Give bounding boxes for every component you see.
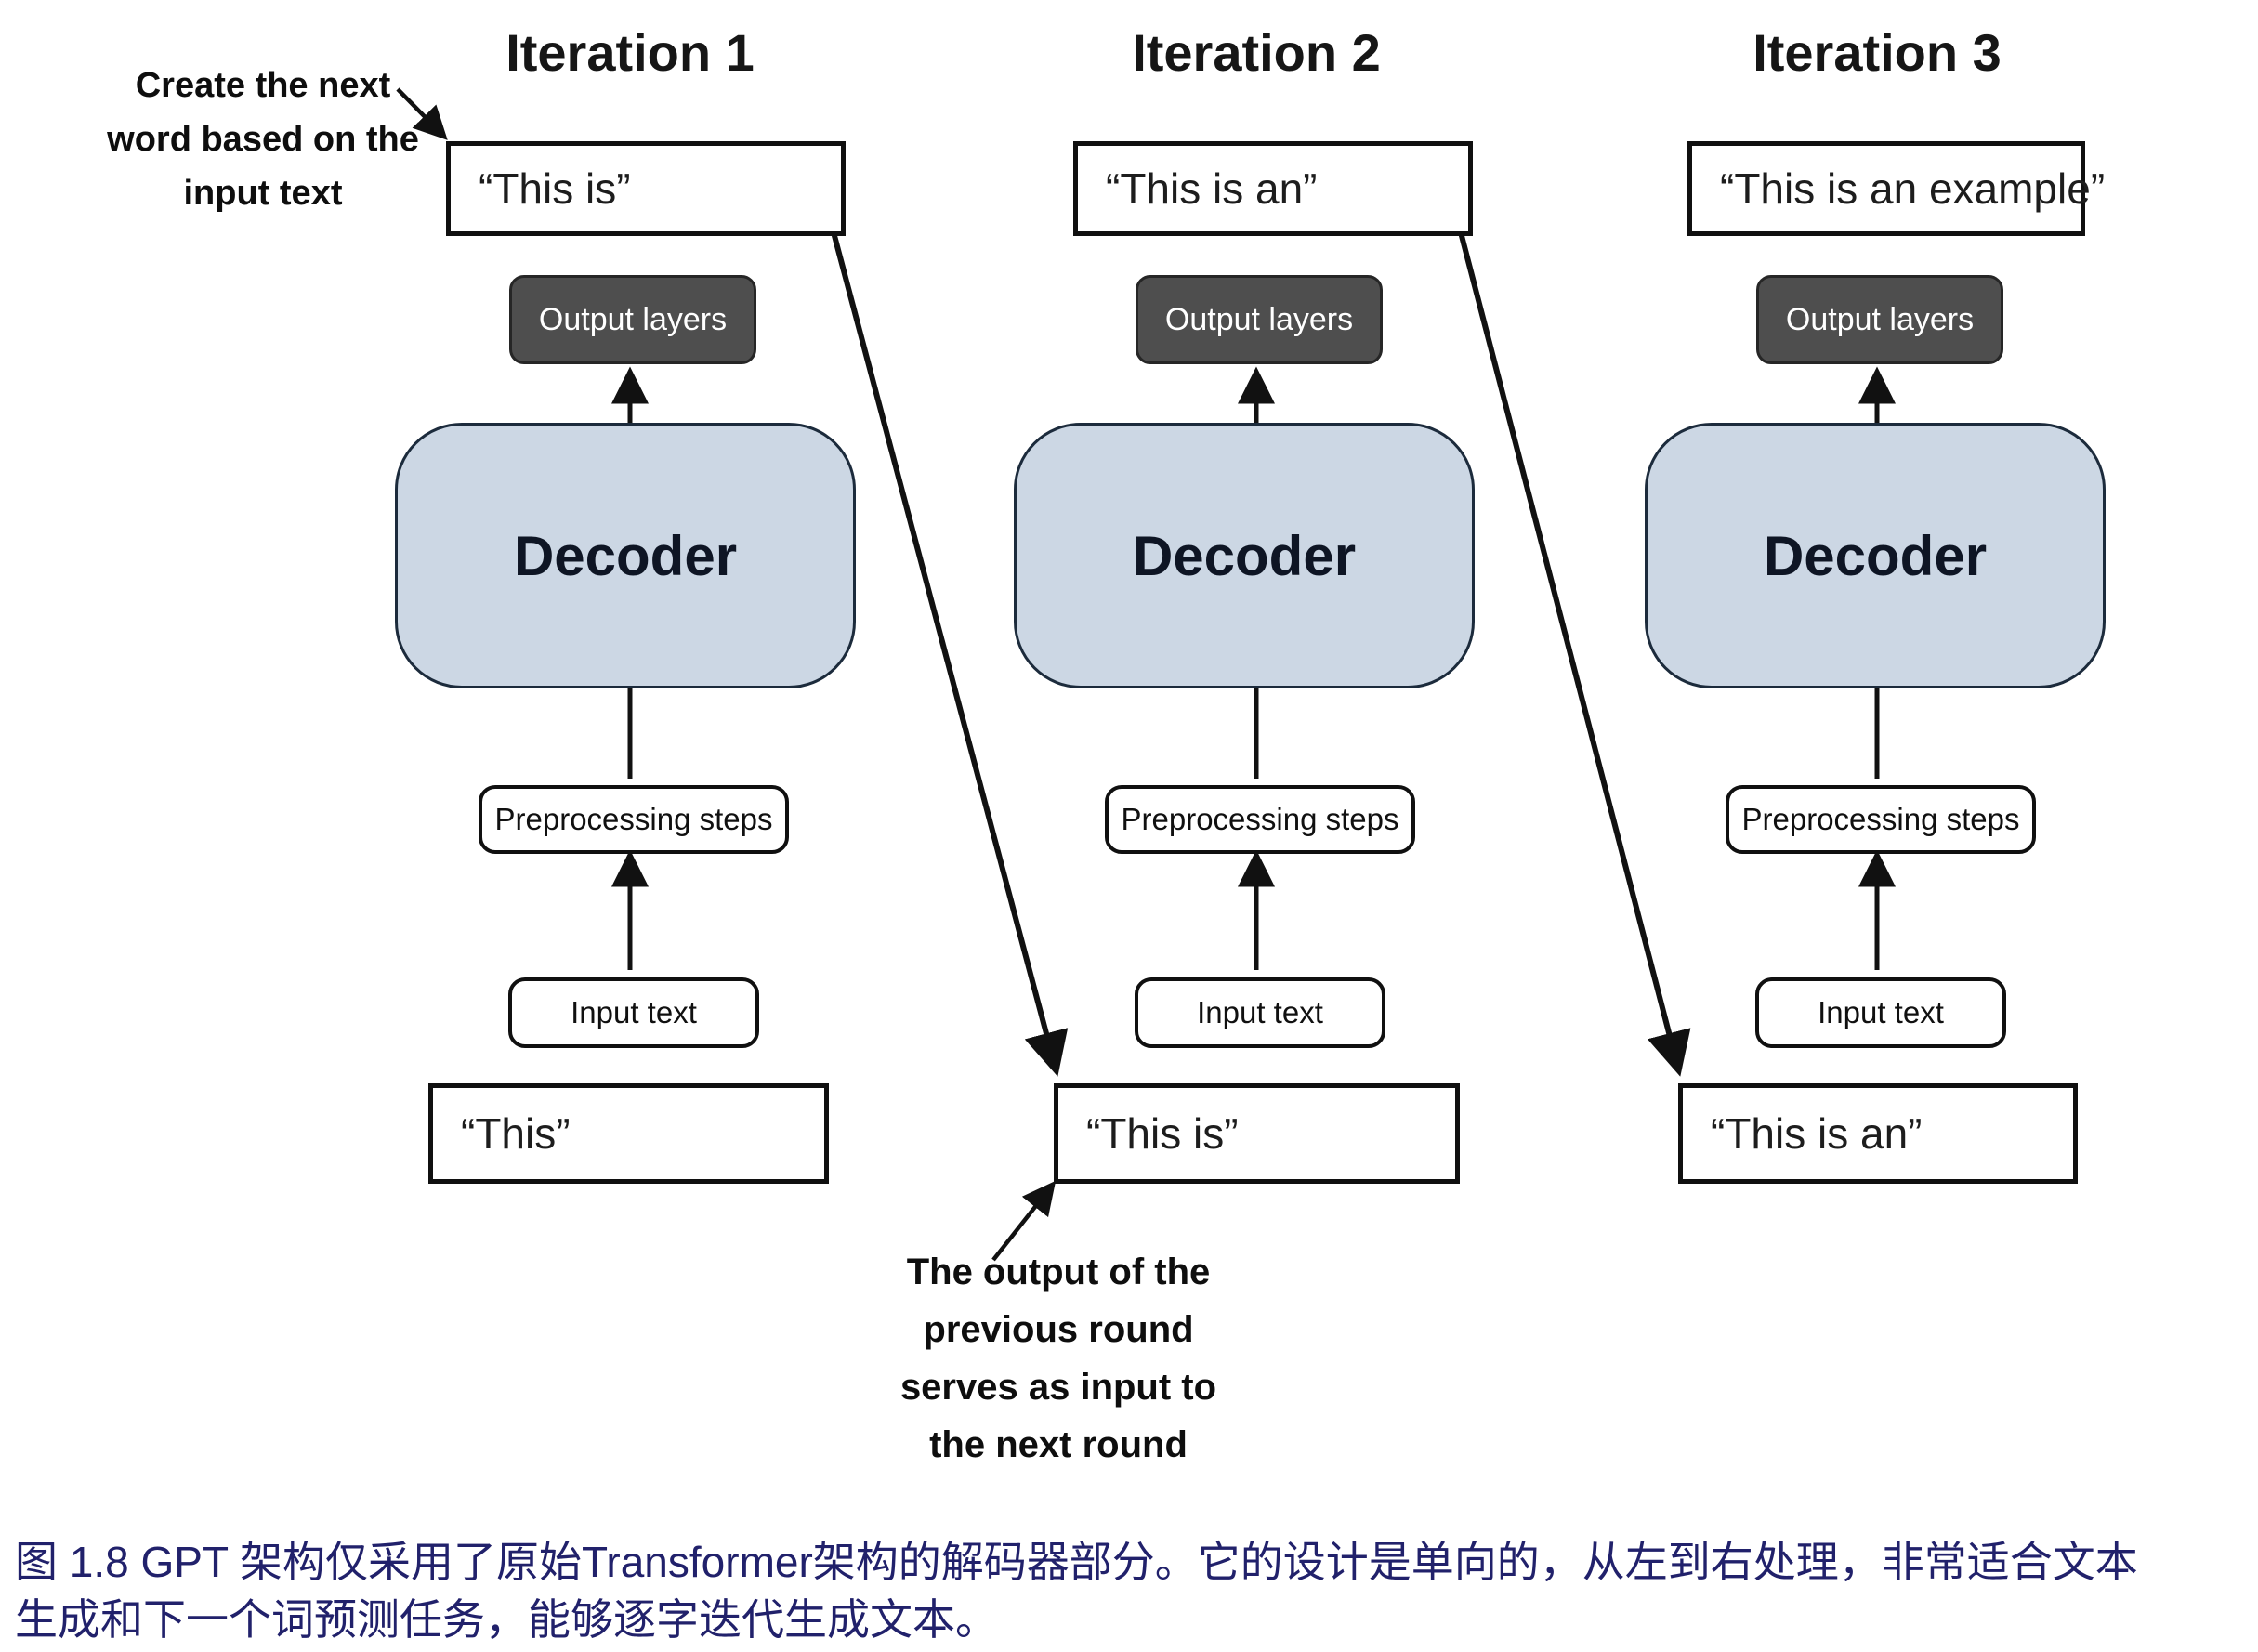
input-text-pill-2: Input text (1135, 977, 1385, 1048)
caption-line-2: 生成和下一个词预测任务，能够逐字迭代生成文本。 (15, 1595, 998, 1644)
arrow-output2-to-input3 (1458, 231, 1691, 1077)
note-line: word based on the (107, 120, 419, 159)
output-text-box-1: “This is” (446, 141, 846, 236)
output-layers-box-2: Output layers (1136, 275, 1383, 364)
preprocessing-box-1: Preprocessing steps (479, 785, 789, 854)
iteration-1-title: Iteration 1 (505, 23, 755, 82)
note-line: serves as input to (899, 1367, 1217, 1408)
note-line: the next round (929, 1424, 1188, 1465)
preprocessing-box-3: Preprocessing steps (1726, 785, 2036, 854)
iteration-3-title: Iteration 3 (1753, 23, 2002, 82)
output-text-box-2: “This is an” (1073, 141, 1473, 236)
output-text-box-3: “This is an example” (1687, 141, 2105, 236)
note-create-next-word: Create the next word based on the input … (86, 59, 440, 220)
iteration-2-title: Iteration 2 (1132, 23, 1381, 82)
note-line: The output of the (906, 1252, 1211, 1292)
input-history-text-3: “This is an” (1711, 1109, 1923, 1158)
output-text-1: “This is” (479, 164, 631, 213)
note-line: input text (183, 174, 343, 213)
note-line: previous round (923, 1309, 1194, 1350)
output-text-2: “This is an” (1106, 164, 1318, 213)
output-layers-box-3: Output layers (1756, 275, 2003, 364)
input-text-pill-3: Input text (1755, 977, 2006, 1048)
note-output-serves-input: The output of the previous round serves … (845, 1243, 1272, 1474)
input-history-box-2: “This is” (1054, 1083, 1460, 1184)
caption-line-1: 图 1.8 GPT 架构仅采用了原始Transformer架构的解码器部分。它的… (15, 1538, 2138, 1586)
input-text-pill-1: Input text (508, 977, 759, 1048)
input-history-box-1: “This” (428, 1083, 829, 1184)
output-text-3: “This is an example” (1720, 164, 2106, 213)
decoder-box-1: Decoder (395, 423, 856, 688)
note-line: Create the next (135, 66, 391, 105)
decoder-box-2: Decoder (1014, 423, 1475, 688)
output-layers-box-1: Output layers (509, 275, 756, 364)
input-history-text-2: “This is” (1086, 1109, 1239, 1158)
decoder-box-3: Decoder (1645, 423, 2106, 688)
input-history-text-1: “This” (461, 1109, 571, 1158)
preprocessing-box-2: Preprocessing steps (1105, 785, 1415, 854)
input-history-box-3: “This is an” (1678, 1083, 2078, 1184)
figure-caption: 图 1.8 GPT 架构仅采用了原始Transformer架构的解码器部分。它的… (15, 1533, 2247, 1648)
